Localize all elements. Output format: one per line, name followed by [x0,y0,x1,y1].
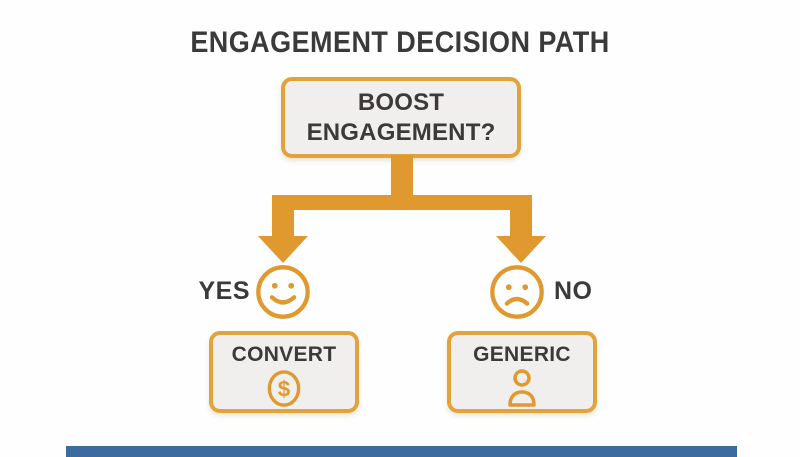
left-arrowhead-icon [258,236,308,263]
outcome-node-convert: CONVERT $ [209,331,359,413]
connector-right-arm [510,208,532,238]
svg-text:$: $ [278,376,291,401]
outcome-node-generic: GENERIC [447,331,597,413]
dollar-coin-icon: $ [267,370,301,407]
convert-label: CONVERT [231,343,337,366]
no-label: NO [554,277,593,305]
footer-bar [66,446,737,457]
person-icon [508,369,536,407]
smiley-face-icon [256,265,310,319]
decision-node-label: BOOST ENGAGEMENT? [306,89,496,146]
generic-label: GENERIC [473,343,571,366]
connector-horizontal-bar [272,195,532,210]
connector-left-arm [272,208,294,238]
yes-label: YES [198,277,250,305]
decision-node-boost-engagement: BOOST ENGAGEMENT? [281,77,521,158]
sad-face-icon [490,265,544,319]
connector-stem [391,155,413,197]
diagram-title: ENGAGEMENT DECISION PATH [190,26,610,59]
right-arrowhead-icon [496,236,546,263]
